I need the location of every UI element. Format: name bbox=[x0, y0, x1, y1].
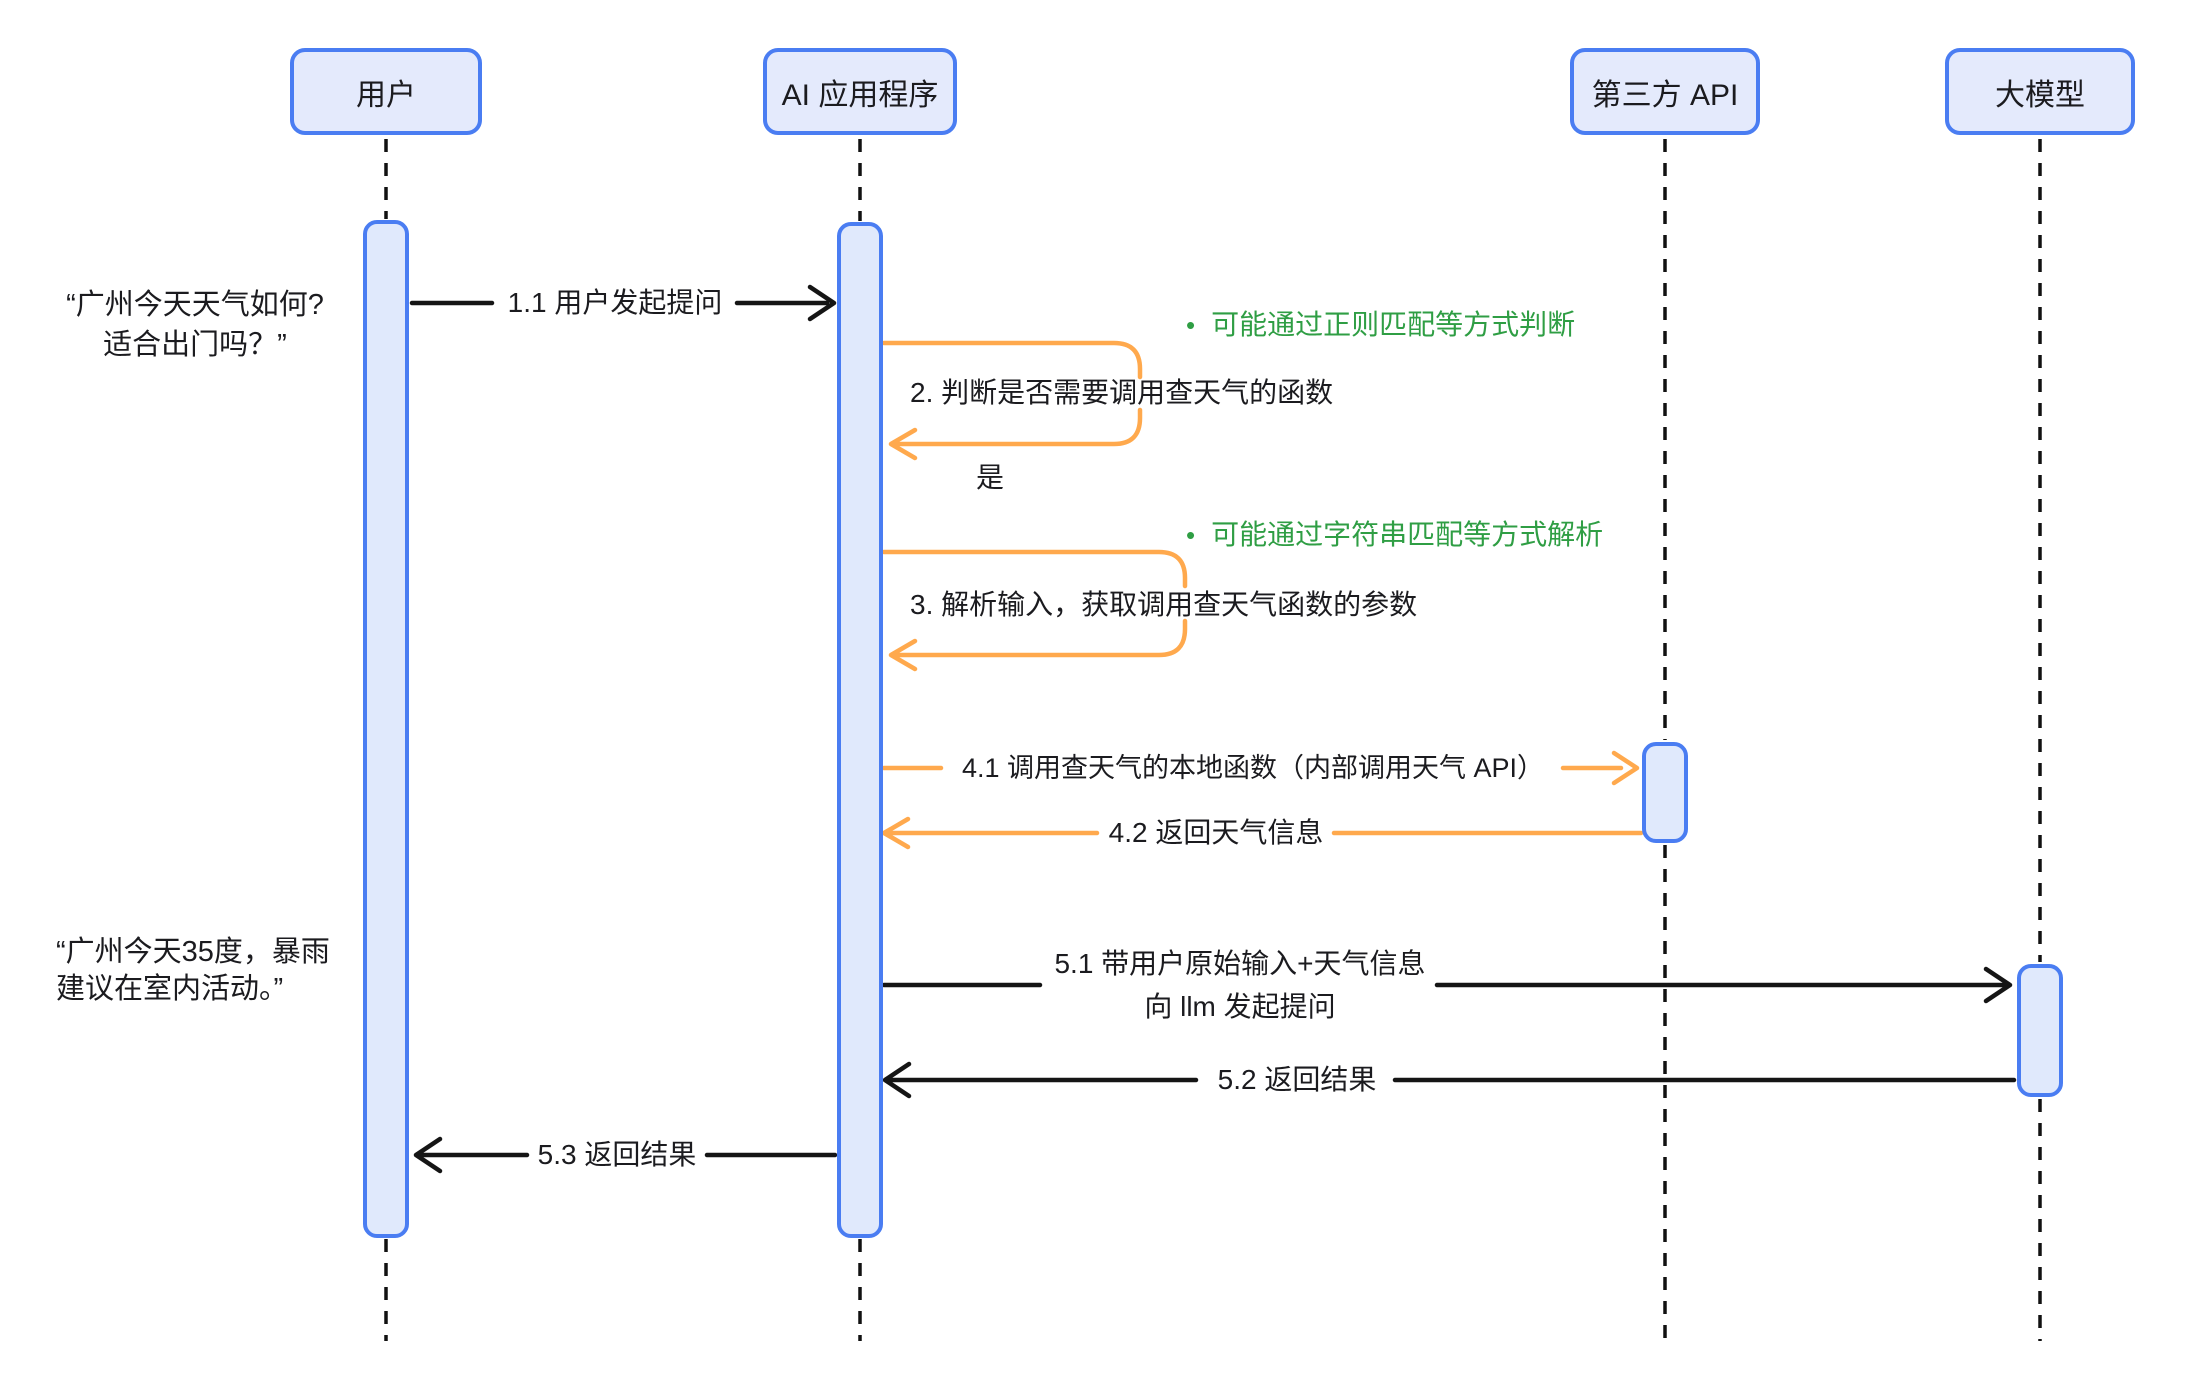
message-4-1-label: 4.1 调用查天气的本地函数（内部调用天气 API） bbox=[961, 753, 1545, 783]
message-2-result-label: 是 bbox=[975, 462, 1005, 493]
message-1-1-label: 1.1 用户发起提问 bbox=[507, 287, 723, 318]
actor-third-party-api-box: 第三方 API bbox=[1570, 48, 1760, 135]
bullet-icon: • bbox=[1186, 310, 1196, 340]
actor-user-label: 用户 bbox=[356, 78, 416, 112]
activation-llm bbox=[2017, 964, 2063, 1097]
user-question-quote: “广州今天天气如何? 适合出门吗？” bbox=[66, 285, 324, 365]
self-loop-3 bbox=[881, 549, 1188, 672]
actor-user-box: 用户 bbox=[290, 48, 482, 135]
note-regex-text: 可能通过正则匹配等方式判断 bbox=[1211, 309, 1576, 340]
arrow-5-2-llm-to-ai bbox=[882, 1061, 2017, 1099]
message-2-label: 2. 判断是否需要调用查天气的函数 bbox=[910, 377, 1334, 408]
arrow-5-3-ai-to-user bbox=[413, 1136, 838, 1174]
user-question-line2: 适合出门吗？” bbox=[103, 329, 287, 361]
actor-ai-app-label: AI 应用程序 bbox=[781, 78, 939, 112]
note-string-match: • 可能通过字符串匹配等方式解析 bbox=[1186, 513, 1603, 557]
activation-ai-app bbox=[837, 222, 883, 1238]
self-loop-2 bbox=[881, 340, 1143, 461]
user-answer-line1: “广州今天35度，暴雨 bbox=[56, 936, 330, 968]
arrow-4-2-api-to-ai bbox=[881, 816, 1644, 850]
activation-user bbox=[363, 220, 409, 1238]
message-5-3-label: 5.3 返回结果 bbox=[537, 1139, 697, 1170]
message-5-1-line1: 5.1 带用户原始输入+天气信息 bbox=[1054, 948, 1426, 979]
bullet-icon: • bbox=[1186, 520, 1196, 550]
message-5-1-line2: 向 llm 发起提问 bbox=[1144, 991, 1336, 1022]
message-5-1-label: 5.1 带用户原始输入+天气信息 向 llm 发起提问 bbox=[1054, 942, 1425, 1028]
arrow-4-1-ai-to-api bbox=[881, 750, 1640, 786]
actor-ai-app-box: AI 应用程序 bbox=[763, 48, 957, 135]
note-string-match-text: 可能通过字符串匹配等方式解析 bbox=[1211, 519, 1604, 550]
user-question-line1: “广州今天天气如何? bbox=[66, 289, 324, 321]
note-regex-match: • 可能通过正则匹配等方式判断 bbox=[1186, 303, 1575, 347]
message-4-2-label: 4.2 返回天气信息 bbox=[1108, 817, 1324, 848]
message-3-label: 3. 解析输入，获取调用查天气函数的参数 bbox=[910, 589, 1418, 620]
actor-third-party-api-label: 第三方 API bbox=[1591, 78, 1739, 112]
actor-llm-label: 大模型 bbox=[1995, 78, 2085, 112]
actor-llm-box: 大模型 bbox=[1945, 48, 2135, 135]
activation-third-party-api bbox=[1642, 742, 1688, 843]
user-answer-line2: 建议在室内活动。” bbox=[56, 973, 284, 1005]
arrow-5-1-ai-to-llm bbox=[881, 966, 2013, 1004]
user-answer-quote: “广州今天35度，暴雨 建议在室内活动。” bbox=[56, 934, 330, 1008]
arrow-1-1-user-to-ai bbox=[409, 284, 837, 322]
message-5-2-label: 5.2 返回结果 bbox=[1217, 1064, 1377, 1095]
